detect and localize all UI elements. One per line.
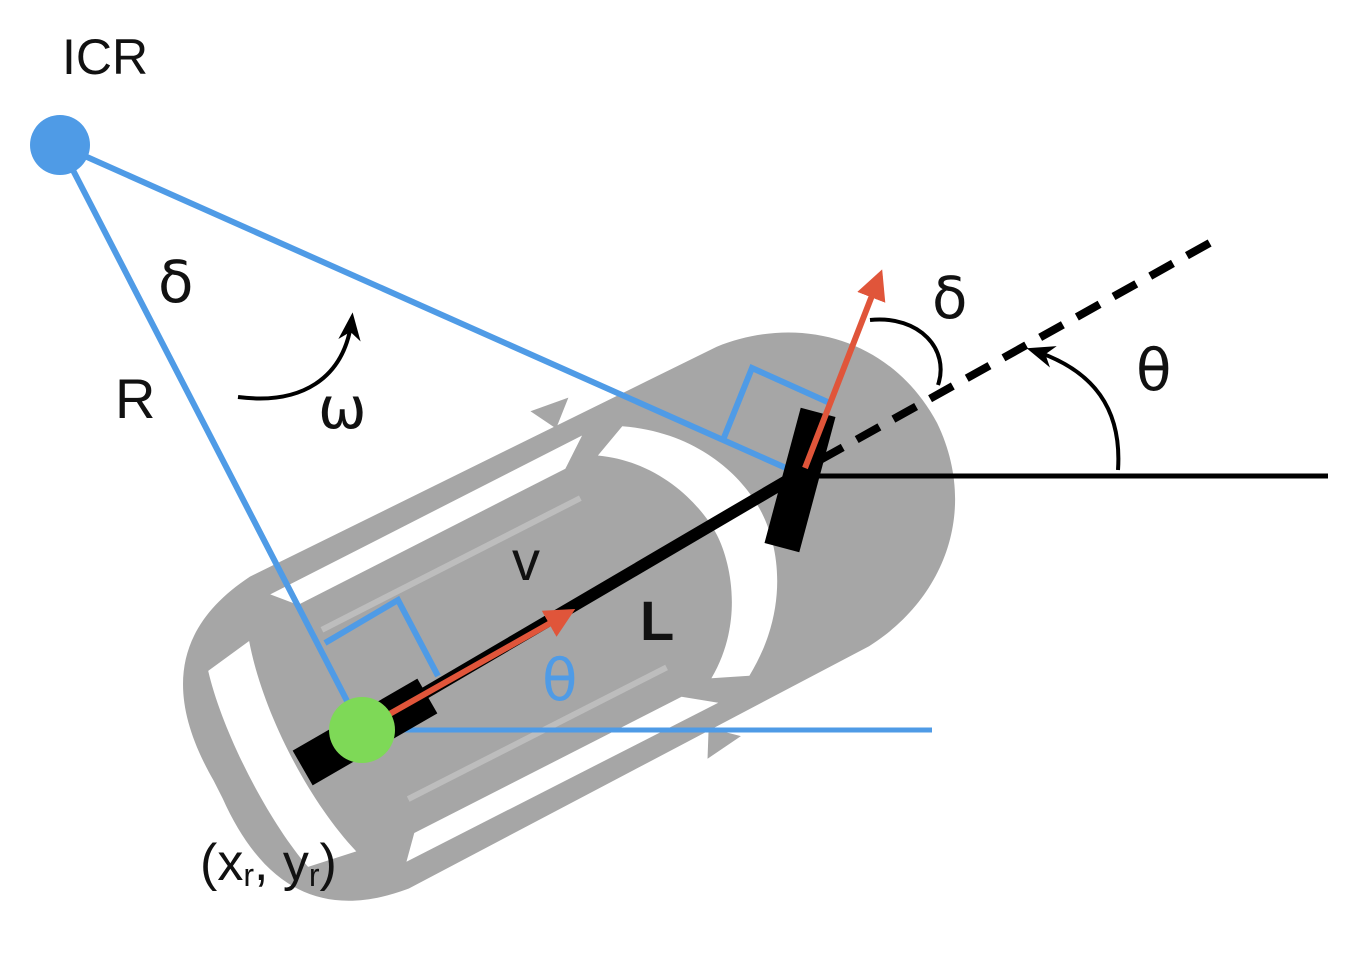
velocity-label: v <box>512 529 540 592</box>
car-roof-line <box>320 495 668 802</box>
omega-rotation-arrow <box>237 312 361 401</box>
omega-label: ω <box>318 374 367 442</box>
car-windshield <box>597 426 778 679</box>
rear-axle-point-icon <box>329 697 395 763</box>
rear-velocity-arrow <box>368 609 576 728</box>
icr-label: ICR <box>62 29 148 85</box>
icr-point-icon <box>30 115 90 175</box>
theta-label-blue: θ <box>542 646 578 714</box>
rear-position-label: (xr, yr) <box>200 834 337 893</box>
radius-label: R <box>115 367 155 430</box>
car-mirror-left <box>530 397 569 429</box>
wheelbase-label: L <box>640 589 674 652</box>
front-wheel <box>764 407 836 553</box>
right-angle-rear <box>323 595 441 678</box>
car-side-window-top <box>270 435 583 605</box>
car-mirror-right <box>707 727 741 759</box>
front-steering-arrow <box>802 269 886 470</box>
car-rear-window <box>208 641 357 867</box>
theta-angle-arrow-right <box>1026 346 1121 471</box>
theta-label-right: θ <box>1136 336 1172 404</box>
car-side-window-bottom <box>406 696 719 862</box>
right-angle-front <box>720 363 834 442</box>
line-icr-to-front <box>58 142 797 475</box>
radius-line-rear <box>57 143 365 732</box>
delta-angle-arc-front <box>869 317 943 386</box>
delta-label-front: δ <box>932 264 968 332</box>
heading-dashed-line <box>818 236 1217 464</box>
delta-label-top: δ <box>158 248 194 316</box>
